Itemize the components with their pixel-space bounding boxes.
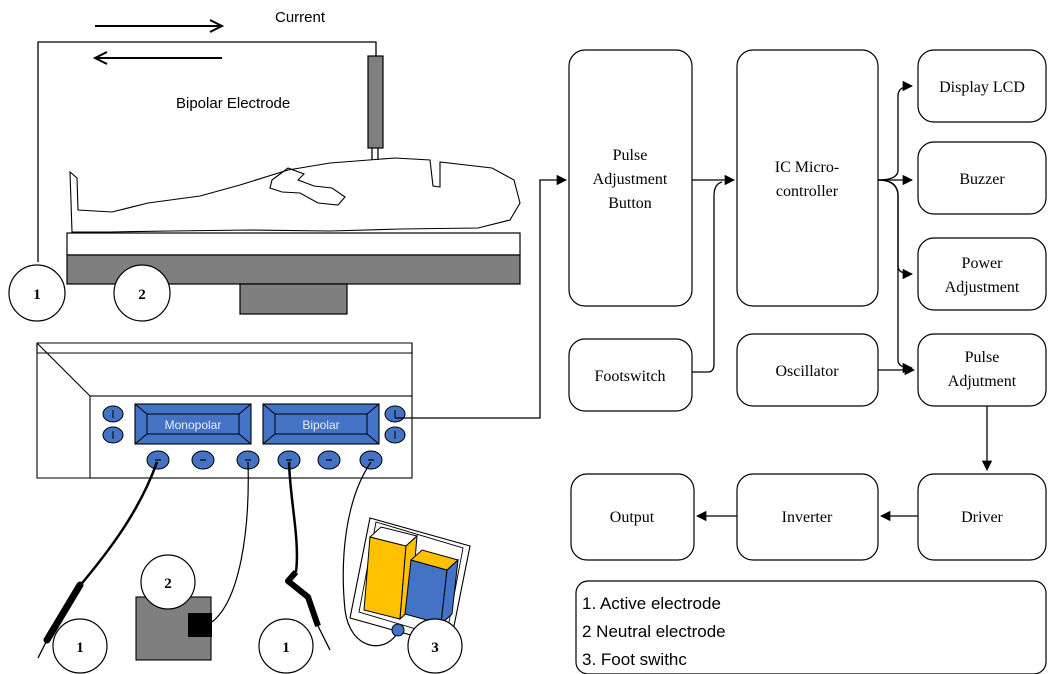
patient-outline (69, 157, 521, 233)
block-ic-microcontroller (736, 49, 879, 307)
block-inverter-label: Inverter (782, 509, 833, 526)
marker-active-right-label: 1 (282, 640, 290, 656)
block-inverter (736, 473, 879, 561)
cables (37, 461, 399, 659)
block-pulse-adjutment (917, 333, 1047, 407)
block-connectors (692, 80, 993, 522)
monopolar-pen (43, 581, 84, 644)
monopolar-cable (77, 461, 159, 589)
screen-bipolar-label: Bipolar (302, 418, 339, 432)
yellow-pedal[interactable] (363, 536, 407, 620)
block-buzzer (917, 141, 1047, 215)
marker-neutral-pad-label: 2 (164, 576, 172, 592)
marker-bed-right-label: 2 (138, 287, 146, 303)
footswitch-connector (391, 623, 405, 637)
bipolar-electrode-probe (367, 55, 384, 160)
block-output-label: Output (610, 509, 655, 526)
marker-foot-switch: 3 (407, 618, 463, 674)
block-microcontroller-label-1: IC Micro- (775, 159, 839, 176)
block-buzzer-label: Buzzer (959, 171, 1005, 188)
block-driver (917, 473, 1047, 561)
legend-item-2: 2 Neutral electrode (582, 622, 726, 641)
block-pulse-button-label-3: Button (608, 195, 652, 212)
block-microcontroller-label-2: controller (776, 183, 839, 200)
screen-monopolar-label: Monopolar (165, 418, 222, 432)
block-diagram (568, 49, 1047, 674)
bipolar-forceps (285, 570, 321, 627)
block-power-adjustment-label-2: Adjustment (945, 279, 1020, 296)
monopolar-tip (37, 639, 48, 659)
footswitch-cable (342, 461, 399, 647)
neutral-pad-connector (188, 613, 212, 637)
marker-bed-left-label: 1 (33, 287, 41, 303)
marker-foot-switch-label: 3 (431, 640, 439, 656)
block-oscillator-label: Oscillator (775, 363, 839, 380)
bipolar-cable (287, 461, 299, 573)
current-label: Current (275, 9, 326, 26)
unit-to-pulse-button-line (395, 174, 568, 419)
current-loop-wire (37, 41, 377, 262)
block-driver-label: Driver (961, 509, 1003, 526)
legend-item-3: 3. Foot swithc (582, 650, 687, 669)
block-pulse-adjutment-label-2: Adjutment (948, 373, 1017, 390)
marker-active-right: 1 (258, 618, 314, 674)
block-display-lcd (917, 49, 1047, 123)
block-output (570, 473, 695, 561)
bed-support (239, 283, 348, 315)
legend-box (575, 580, 1047, 674)
electrosurgical-unit: Monopolar Bipolar (36, 342, 415, 479)
block-display-lcd-label: Display LCD (939, 79, 1025, 96)
block-pulse-adjustment-button (568, 49, 693, 307)
block-footswitch-label: Footswitch (594, 368, 665, 385)
bipolar-electrode-label: Bipolar Electrode (176, 95, 290, 112)
marker-neutral-pad: 2 (140, 554, 196, 610)
block-power-adjustment (917, 237, 1047, 311)
bed-mattress (66, 232, 521, 256)
legend-item-1: 1. Active electrode (582, 594, 721, 613)
screen-bipolar: Bipolar (262, 403, 380, 445)
screen-monopolar: Monopolar (134, 403, 252, 445)
marker-bed-right: 2 (113, 264, 171, 322)
blue-pedal[interactable] (404, 559, 448, 625)
marker-bed-left: 1 (8, 264, 66, 322)
marker-active-left-label: 1 (76, 640, 84, 656)
block-power-adjustment-label-1: Power (962, 255, 1004, 272)
marker-active-left: 1 (52, 618, 108, 674)
neutral-cable (211, 461, 249, 623)
block-pulse-button-label-1: Pulse (613, 147, 648, 164)
block-pulse-button-label-2: Adjustment (593, 171, 668, 188)
block-footswitch (568, 338, 693, 412)
block-pulse-adjutment-label-1: Pulse (965, 349, 1000, 366)
footswitch-device (349, 517, 471, 647)
current-arrows (92, 19, 225, 65)
